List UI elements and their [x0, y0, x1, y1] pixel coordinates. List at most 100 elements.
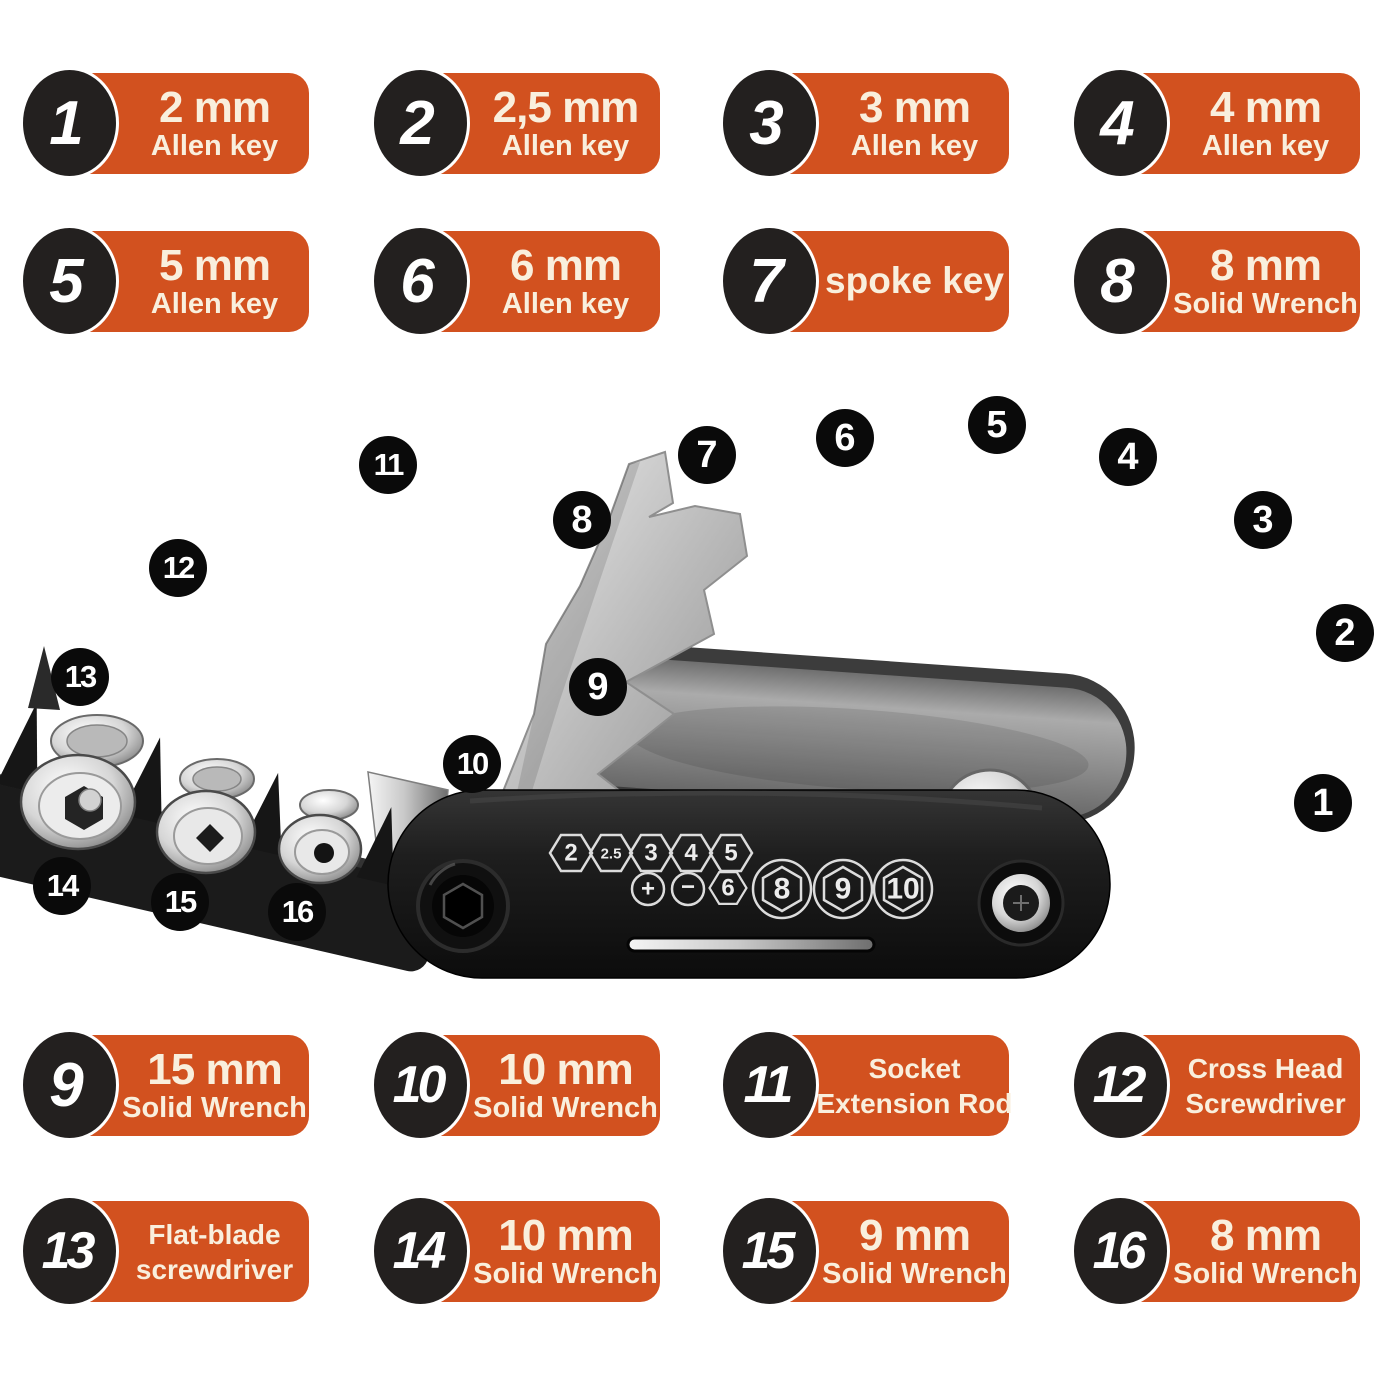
- spec-label-1: 2 mm Allen key 1: [20, 67, 309, 179]
- callout-12: 12: [149, 539, 207, 597]
- svg-text:4: 4: [684, 840, 698, 867]
- label-size: 8 mm: [1210, 240, 1322, 290]
- callout-6: 6: [816, 409, 874, 467]
- label-number-badge: 9: [20, 1029, 119, 1141]
- svg-text:3: 3: [644, 840, 657, 867]
- label-type: Solid Wrench: [473, 1257, 658, 1290]
- spec-label-13: Flat-blade screwdriver 13: [20, 1195, 309, 1307]
- label-size: 3 mm: [859, 82, 971, 132]
- hinge-screw-left: [416, 859, 510, 953]
- label-number-badge: 3: [720, 67, 819, 179]
- label-type: Allen key: [150, 287, 279, 320]
- spoke-key-plate-shade: [500, 462, 640, 870]
- label-number-badge: 14: [371, 1195, 470, 1307]
- label-number-badge: 5: [20, 225, 119, 337]
- callout-10: 10: [443, 735, 501, 793]
- label-number-badge: 11: [720, 1029, 819, 1141]
- callout-4: 4: [1099, 428, 1157, 486]
- callout-14: 14: [33, 857, 91, 915]
- spec-label-10: 10 mm Solid Wrench 10: [371, 1029, 660, 1141]
- label-type: Allen key: [150, 129, 279, 162]
- label-size: 4 mm: [1210, 82, 1322, 132]
- spec-label-3: 3 mm Allen key 3: [720, 67, 1009, 179]
- label-size: 15 mm: [147, 1044, 282, 1094]
- svg-text:10: 10: [886, 873, 919, 906]
- label-type: Allen key: [501, 287, 630, 320]
- spec-label-8: 8 mm Solid Wrench 8: [1071, 225, 1360, 337]
- callout-8: 8: [553, 491, 611, 549]
- phillips-bit: [28, 646, 60, 710]
- label-type: Allen key: [1201, 129, 1330, 162]
- svg-text:−: −: [681, 874, 695, 901]
- spec-label-12: Cross Head Screwdriver 12: [1071, 1029, 1360, 1141]
- label-number-badge: 6: [371, 225, 470, 337]
- hinge-screw-right: [977, 859, 1065, 947]
- engraved-markings: 2 2.5 3 4 5 + − 6 8 9 10: [548, 833, 934, 920]
- label-size: 6 mm: [510, 240, 622, 290]
- label-size: 10 mm: [498, 1044, 633, 1094]
- label-type: Allen key: [850, 129, 979, 162]
- label-type: Solid Wrench: [473, 1091, 658, 1124]
- label-type-line1: Socket: [868, 1052, 961, 1084]
- label-size: 8 mm: [1210, 1210, 1322, 1260]
- label-type-line1: Flat-blade: [148, 1218, 281, 1250]
- callout-5: 5: [968, 396, 1026, 454]
- label-size: 2,5 mm: [492, 82, 640, 132]
- spec-label-7: spoke key 7: [720, 225, 1009, 337]
- spec-label-5: 5 mm Allen key 5: [20, 225, 309, 337]
- spec-label-4: 4 mm Allen key 4: [1071, 67, 1360, 179]
- callout-1: 1: [1294, 774, 1352, 832]
- spec-label-2: 2,5 mm Allen key 2: [371, 67, 660, 179]
- label-type: Solid Wrench: [1173, 1257, 1358, 1290]
- svg-text:+: +: [641, 876, 655, 903]
- svg-text:2: 2: [564, 840, 577, 867]
- tool-body: 2 2.5 3 4 5 + − 6 8 9 10: [387, 789, 1111, 979]
- svg-text:6: 6: [721, 875, 734, 902]
- spec-label-14: 10 mm Solid Wrench 14: [371, 1195, 660, 1307]
- callout-11: 11: [359, 436, 417, 494]
- multitool-illustration: 2 2.5 3 4 5 + − 6 8 9 10: [0, 450, 1135, 979]
- label-number-badge: 15: [720, 1195, 819, 1307]
- body-slot: [626, 936, 876, 953]
- label-type-line2: Screwdriver: [1185, 1087, 1346, 1119]
- label-number-badge: 4: [1071, 67, 1170, 179]
- label-type: Solid Wrench: [822, 1257, 1007, 1290]
- label-number-badge: 10: [371, 1029, 470, 1141]
- label-number-badge: 7: [720, 225, 819, 337]
- callout-9: 9: [569, 658, 627, 716]
- label-plate: 8 mm Solid Wrench: [1087, 1201, 1360, 1302]
- spec-label-15: 9 mm Solid Wrench 15: [720, 1195, 1009, 1307]
- label-number-badge: 16: [1071, 1195, 1170, 1307]
- label-type: spoke key: [825, 260, 1004, 302]
- svg-text:9: 9: [835, 873, 852, 906]
- label-size: 5 mm: [159, 240, 271, 290]
- label-type: Solid Wrench: [122, 1091, 307, 1124]
- callout-2: 2: [1316, 604, 1374, 662]
- label-type: Allen key: [501, 129, 630, 162]
- socket-14: [19, 714, 144, 851]
- label-number-badge: 13: [20, 1195, 119, 1307]
- spec-label-9: 15 mm Solid Wrench 9: [20, 1029, 309, 1141]
- label-type: Solid Wrench: [1173, 287, 1358, 320]
- svg-text:2.5: 2.5: [601, 846, 622, 863]
- svg-text:8: 8: [774, 873, 791, 906]
- callout-3: 3: [1234, 491, 1292, 549]
- label-size: 9 mm: [859, 1210, 971, 1260]
- socket-16: [277, 789, 363, 885]
- callout-16: 16: [268, 883, 326, 941]
- label-type-line1: Cross Head: [1187, 1052, 1344, 1084]
- label-number-badge: 1: [20, 67, 119, 179]
- spec-label-6: 6 mm Allen key 6: [371, 225, 660, 337]
- spec-label-16: 8 mm Solid Wrench 16: [1071, 1195, 1360, 1307]
- label-size: 2 mm: [159, 82, 271, 132]
- socket-15: [155, 758, 257, 875]
- label-size: 10 mm: [498, 1210, 633, 1260]
- label-number-badge: 8: [1071, 225, 1170, 337]
- callout-15: 15: [151, 873, 209, 931]
- svg-text:5: 5: [724, 840, 737, 867]
- label-number-badge: 2: [371, 67, 470, 179]
- label-number-badge: 12: [1071, 1029, 1170, 1141]
- label-type-line2: Extension Rod: [816, 1087, 1013, 1119]
- label-type-line2: screwdriver: [135, 1253, 294, 1285]
- callout-7: 7: [678, 426, 736, 484]
